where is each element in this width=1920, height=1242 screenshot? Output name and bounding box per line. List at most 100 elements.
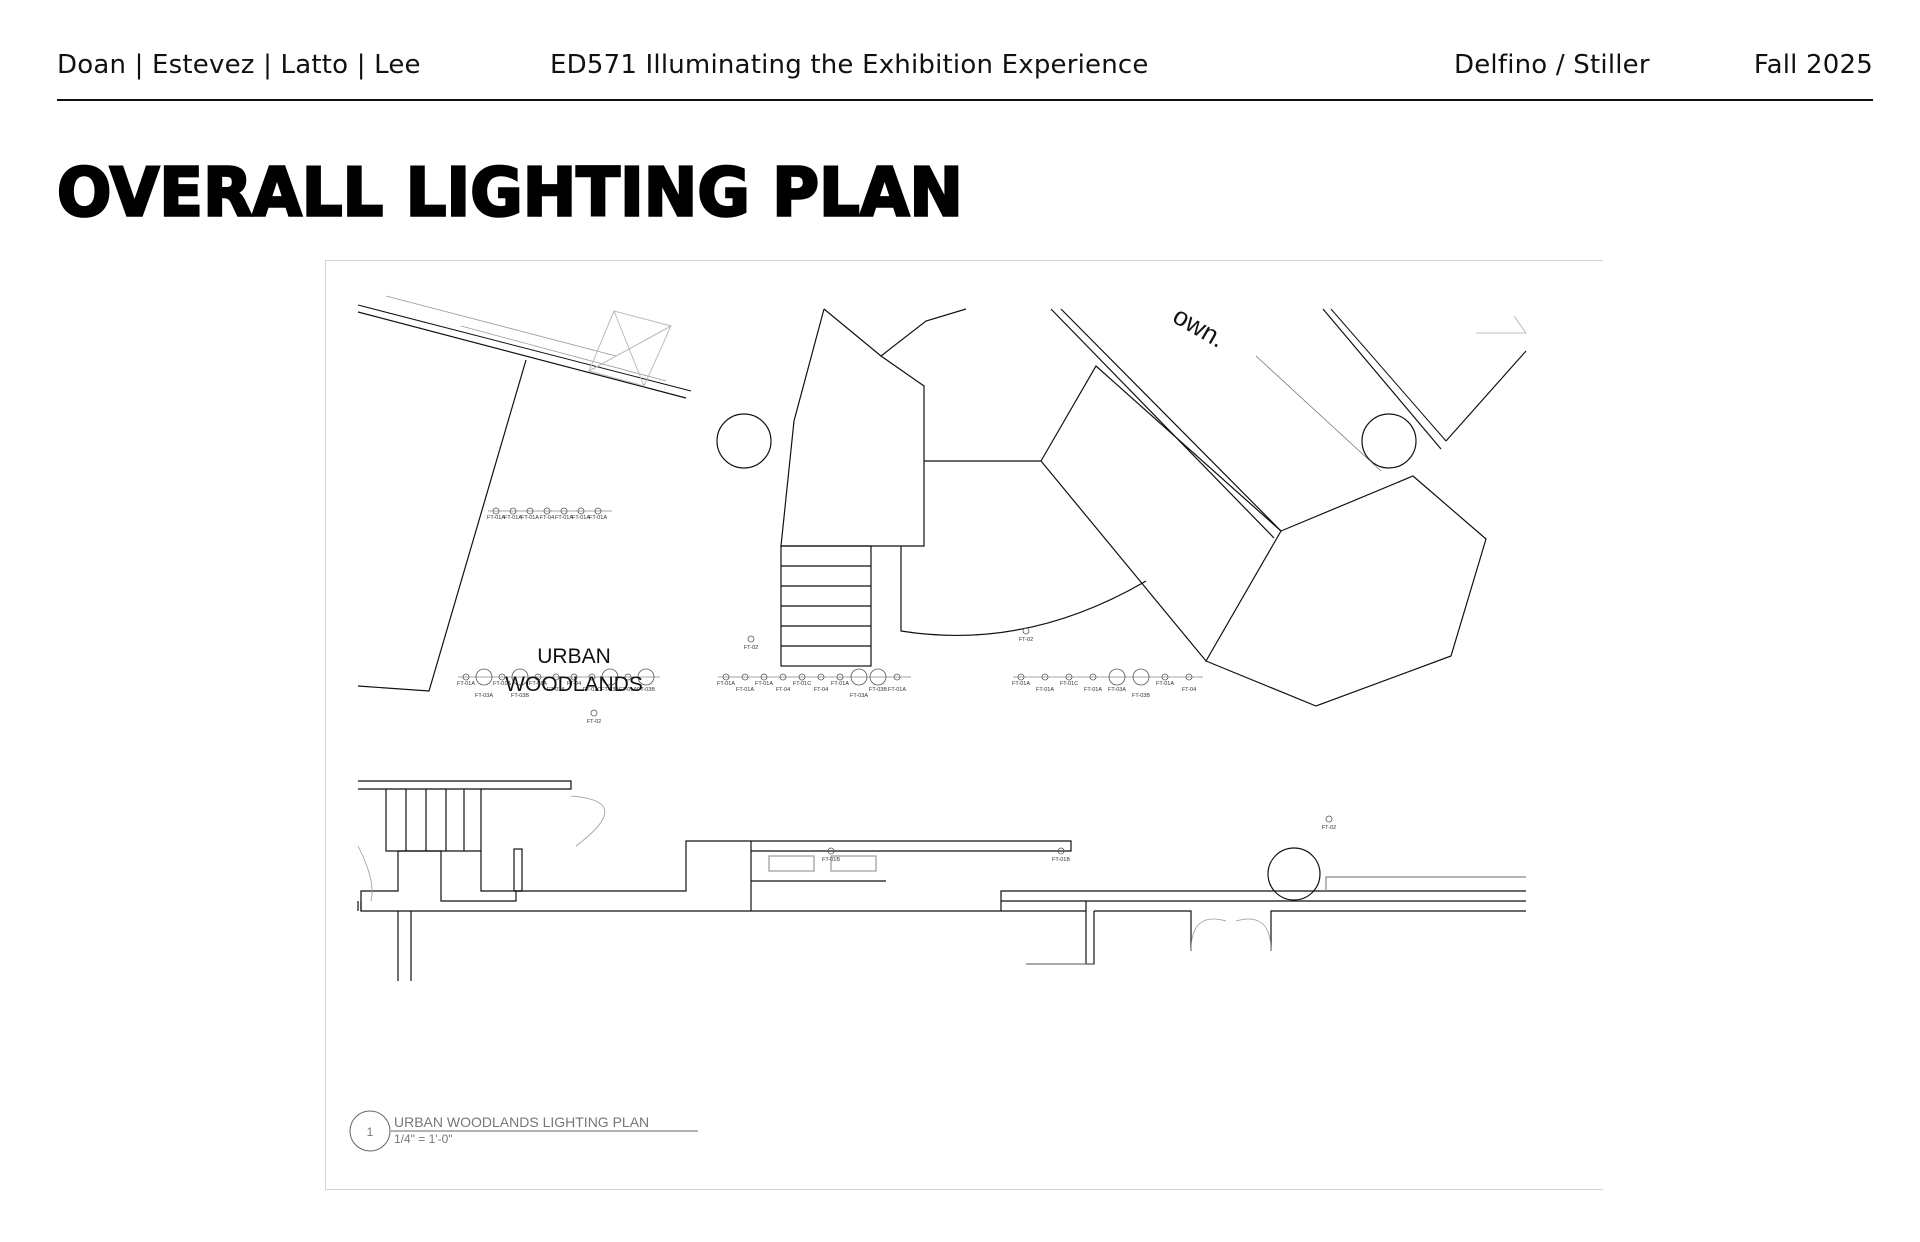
fixture-label: FT-02 (587, 719, 601, 725)
drawing-title: URBAN WOODLANDS LIGHTING PLAN (394, 1114, 649, 1130)
sloped-wall-inner (357, 304, 692, 392)
light-fixture-symbol (570, 673, 578, 681)
light-fixture-symbol (1065, 673, 1073, 681)
fixture-label: FT-01A (717, 681, 735, 687)
column (716, 413, 772, 469)
central-room (780, 308, 925, 547)
fixture-label: FT-01A (547, 687, 565, 693)
light-fixture-symbol (747, 635, 755, 643)
fixture-label: FT-04 (1182, 687, 1196, 693)
area-label-line1: URBAN (537, 645, 611, 668)
fixture-label: FT-01A (555, 515, 573, 521)
light-fixture-symbol (1089, 673, 1097, 681)
fixture-label: FT-01A (1156, 681, 1174, 687)
light-fixture-symbol (594, 507, 602, 515)
column (1361, 413, 1417, 469)
fixture-label: FT-03A (850, 693, 868, 699)
drawing-scale: 1/4" = 1'-0" (394, 1132, 453, 1146)
left-wall (357, 359, 527, 692)
fixture-label: FT-01A (1012, 681, 1030, 687)
light-fixture-symbol (509, 507, 517, 515)
light-fixture-symbol (1108, 668, 1126, 686)
fixture-label: FT-01A (589, 515, 607, 521)
light-fixture-symbol (475, 668, 493, 686)
fixture-label: FT-01C (583, 687, 601, 693)
light-fixture-symbol (637, 668, 655, 686)
fixture-label: FT-03A (475, 693, 493, 699)
fixture-label: FT-01B (1052, 857, 1070, 863)
light-fixture-symbol (526, 507, 534, 515)
fixture-label: FT-03B (637, 687, 655, 693)
header-rule (57, 99, 1873, 101)
fixture-label: FT-01A (457, 681, 475, 687)
light-fixture-symbol (560, 507, 568, 515)
drawing-title-block (349, 1110, 698, 1152)
light-fixture-symbol (1161, 673, 1169, 681)
fixture-label: FT-01A (888, 687, 906, 693)
fixture-label: FT-01A (493, 681, 511, 687)
fixture-label: FT-03A (1108, 687, 1126, 693)
light-fixture-symbol (498, 673, 506, 681)
door-swing (357, 845, 373, 902)
fixture-label: FT-01A (1036, 687, 1054, 693)
fixture-label: FT-03A (601, 687, 619, 693)
light-fixture-symbol (511, 668, 529, 686)
light-fixture-symbol (543, 507, 551, 515)
column (1267, 847, 1321, 901)
light-fixture-symbol (869, 668, 887, 686)
light-fixture-symbol (601, 668, 619, 686)
door-swing (1235, 918, 1272, 952)
fixture-label: FT-03B (869, 687, 887, 693)
door-swing (1190, 918, 1227, 952)
fixture-label: FT-02 (744, 645, 758, 651)
fixture-label: FT-01C (1060, 681, 1078, 687)
fixture-label: FT-01A (1084, 687, 1102, 693)
fixture-label: FT-03B (1132, 693, 1150, 699)
light-fixture-symbol (779, 673, 787, 681)
sloped-wall (357, 311, 687, 399)
fixture-label: FT-04 (814, 687, 828, 693)
fixture-label: FT-01A (736, 687, 754, 693)
floor-plan-svg: FT-01AFT-01AFT-01AFT-04FT-01AFT-01AFT-01… (349, 295, 1527, 1152)
fixture-label: FT-01A (504, 515, 522, 521)
drawing-number: 1 (367, 1125, 374, 1139)
curved-wall (900, 546, 1147, 637)
header-authors: Doan | Estevez | Latto | Lee (57, 50, 421, 80)
door-swing (570, 795, 606, 847)
page-title: OVERALL LIGHTING PLAN (56, 154, 964, 233)
light-fixture-symbol (741, 673, 749, 681)
fixture-label: FT-02 (1322, 825, 1336, 831)
light-fixture-symbol (552, 673, 560, 681)
fixture-label: FT-01A (487, 515, 505, 521)
light-fixture-symbol (462, 673, 470, 681)
fixture-label: FT-01A (521, 515, 539, 521)
fixture-label: FT-01A (619, 687, 637, 693)
fixture-label: FT-04 (776, 687, 790, 693)
lower-walls (357, 780, 1526, 981)
header-course: ED571 Illuminating the Exhibition Experi… (550, 50, 1149, 80)
light-fixture-symbol (1041, 673, 1049, 681)
fixture-label: FT-01B (822, 857, 840, 863)
light-fixture-symbol (722, 673, 730, 681)
fixture-label: FT-01C (793, 681, 811, 687)
area-label-line2: WOODLANDS (505, 673, 643, 696)
fragment-text: own. (1168, 300, 1231, 353)
fixture-label: FT-04 (567, 681, 581, 687)
fixture-label: FT-01A (755, 681, 773, 687)
fixture-label: FT-01A (831, 681, 849, 687)
fixture-label: FT-01A (572, 515, 590, 521)
header-instructors: Delfino / Stiller (1454, 50, 1650, 80)
light-fixture-symbol (1022, 627, 1030, 635)
stairs (780, 545, 872, 667)
light-fixture-symbol (624, 673, 632, 681)
fixture-label: FT-04 (540, 515, 554, 521)
light-fixture-symbol (893, 673, 901, 681)
light-fixture-symbol (1057, 847, 1065, 855)
ghost-box (588, 310, 672, 387)
header-term: Fall 2025 (1753, 50, 1873, 80)
light-fixture-symbol (836, 673, 844, 681)
light-fixture-symbol (850, 668, 868, 686)
light-fixture-symbol (798, 673, 806, 681)
